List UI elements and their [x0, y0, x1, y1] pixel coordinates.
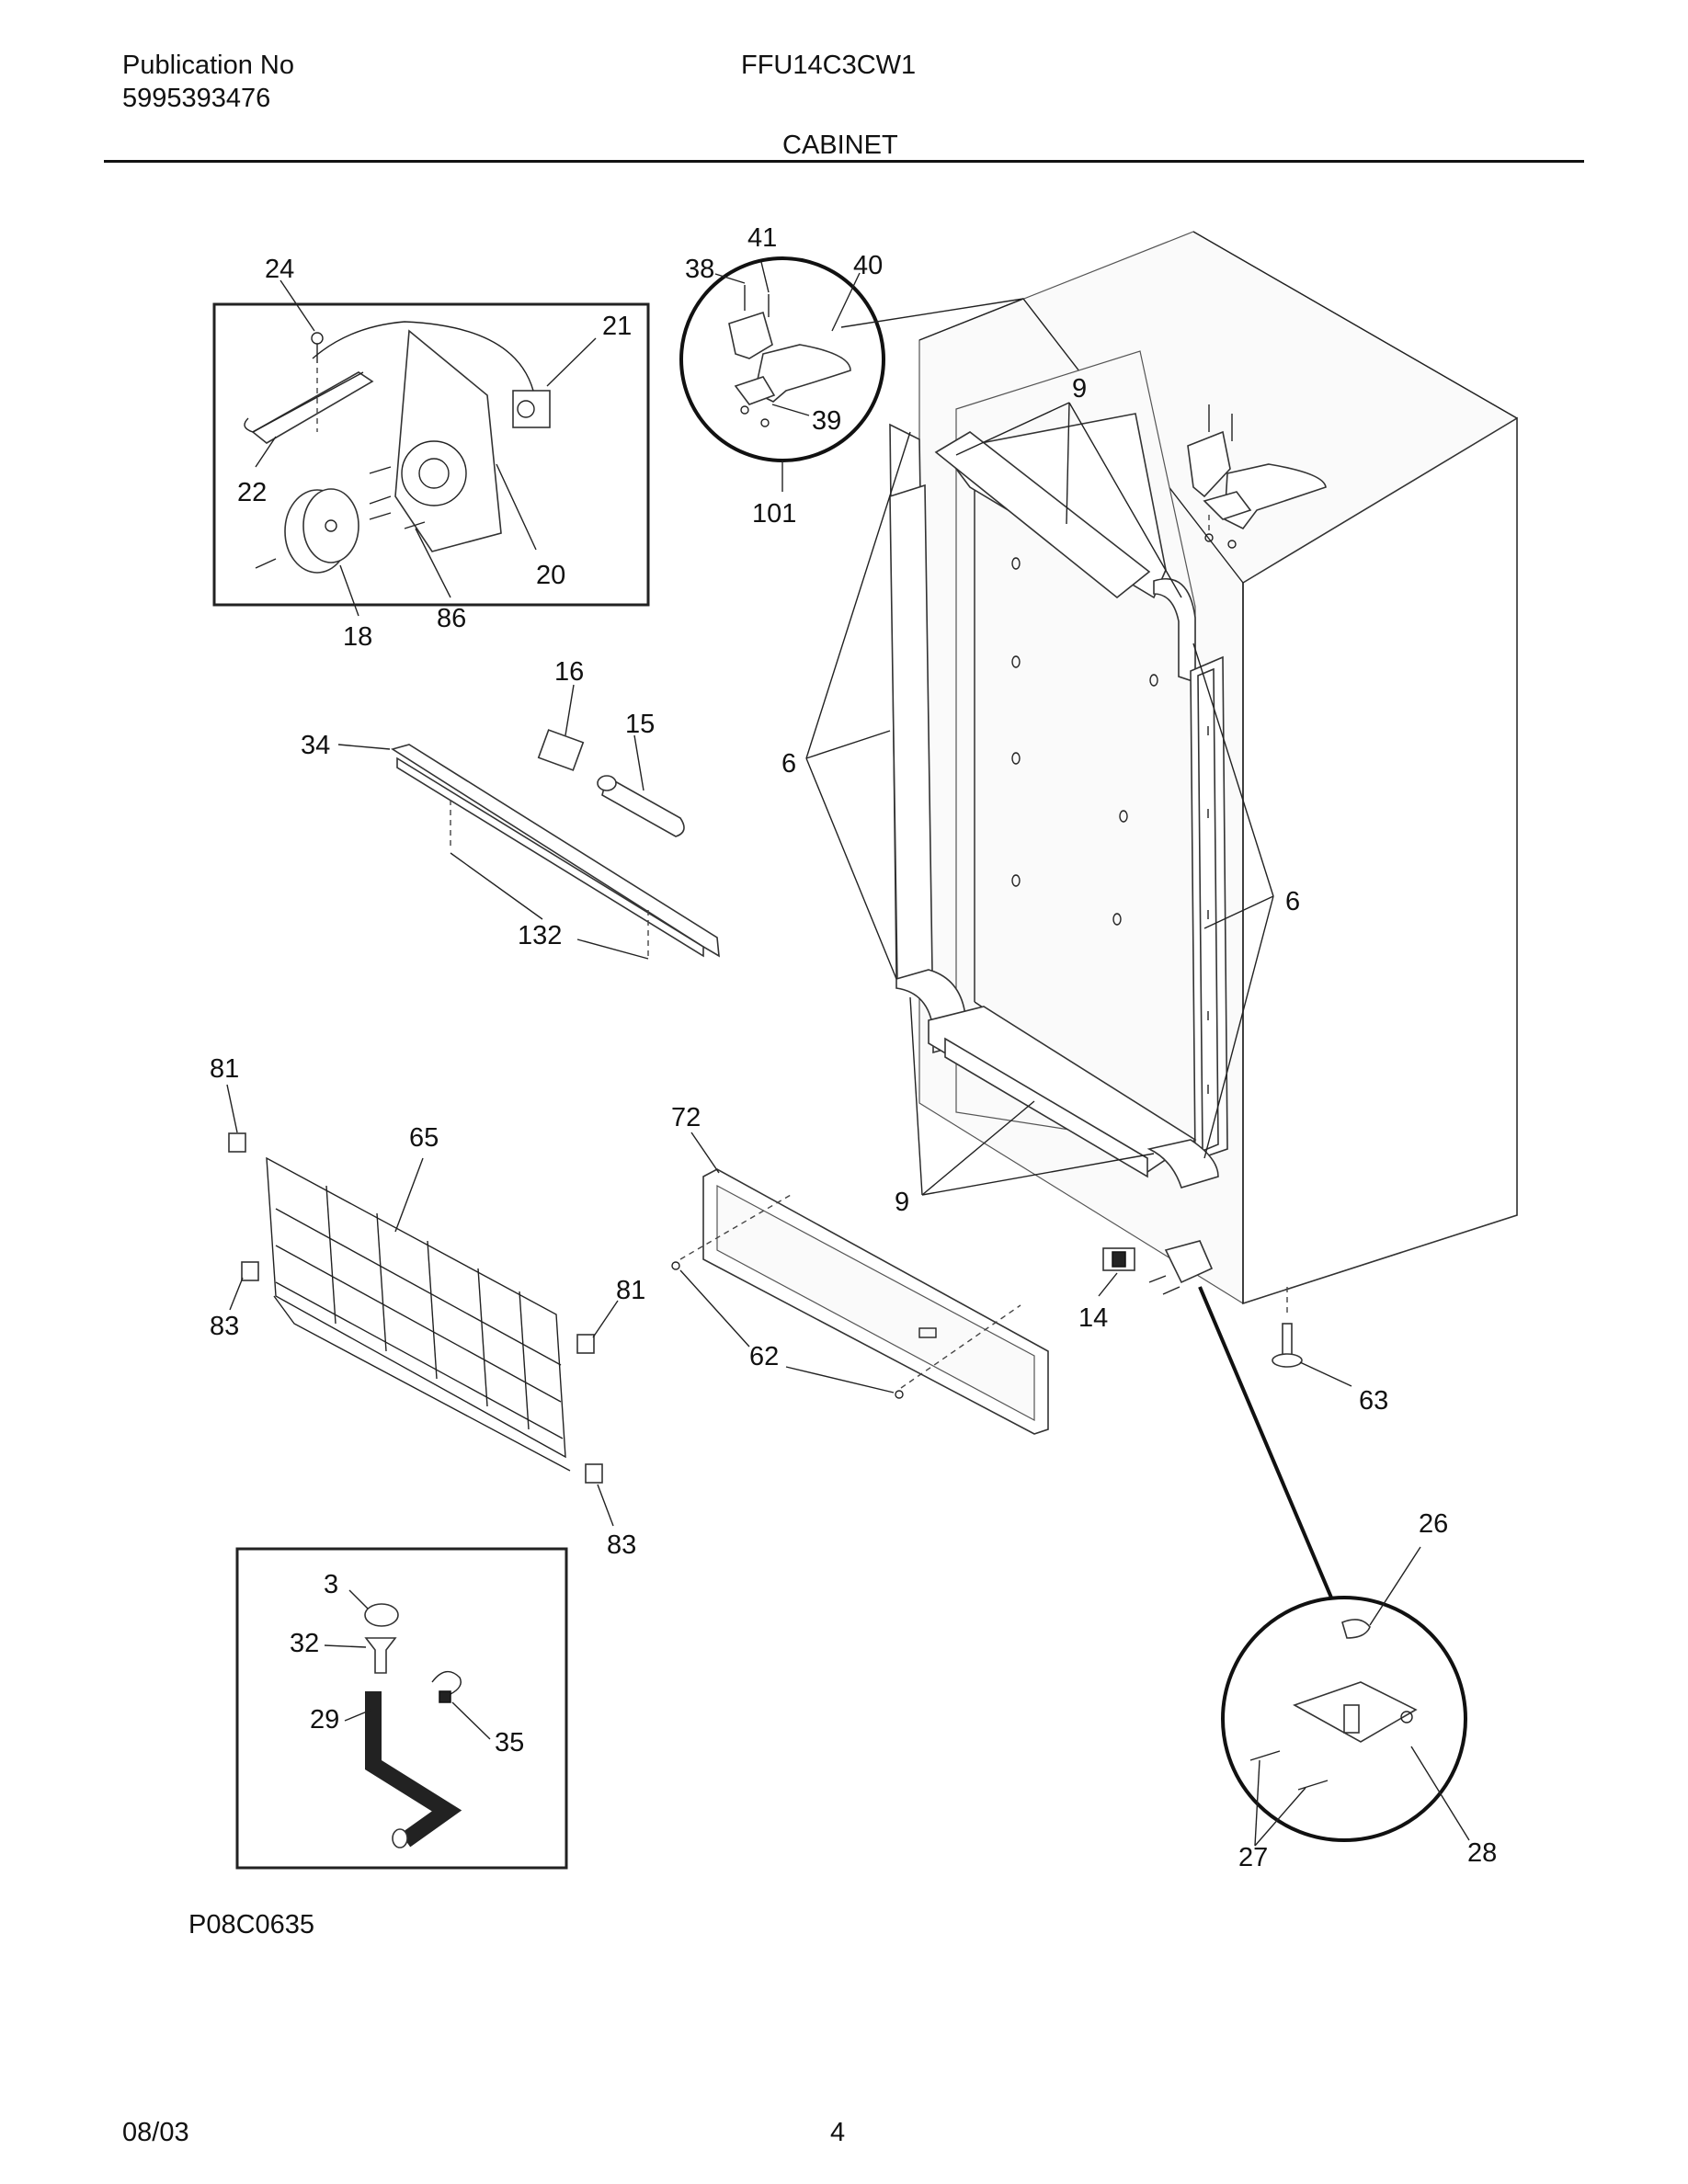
callout-6-left: 6 [781, 749, 796, 779]
callout-3: 3 [324, 1570, 338, 1599]
bottom-hinge-detail [1198, 1286, 1467, 1842]
callout-72: 72 [671, 1103, 701, 1132]
callout-40: 40 [853, 251, 883, 280]
light-shield [391, 744, 720, 958]
callout-18: 18 [343, 622, 372, 652]
callout-6-right: 6 [1285, 887, 1300, 916]
page-number: 4 [830, 2118, 846, 2147]
header-rule [104, 160, 1584, 163]
section-title: CABINET [782, 131, 898, 160]
model-number: FFU14C3CW1 [741, 51, 917, 80]
callout-41: 41 [747, 223, 777, 253]
callout-34: 34 [301, 731, 330, 760]
leveling-leg [1272, 1287, 1303, 1368]
door-gaskets [889, 413, 1228, 1189]
callout-22: 22 [237, 478, 267, 507]
callout-9-top: 9 [1072, 374, 1087, 404]
callout-24: 24 [265, 255, 294, 284]
callout-81-top: 81 [210, 1054, 239, 1084]
top-hinge-assembly [1187, 404, 1327, 549]
callout-26: 26 [1419, 1509, 1448, 1539]
top-hinge-detail [679, 256, 1024, 492]
callout-38: 38 [685, 255, 714, 284]
callout-16: 16 [554, 657, 584, 687]
door-switch [1102, 1240, 1214, 1295]
callout-9-bottom: 9 [895, 1188, 909, 1217]
drain-tube-box [235, 1547, 568, 1870]
callout-15: 15 [625, 710, 655, 739]
footer-date: 08/03 [122, 2118, 189, 2147]
callout-65: 65 [409, 1123, 439, 1153]
callout-83-right: 83 [607, 1530, 636, 1560]
light-socket [537, 729, 685, 837]
wire-basket [228, 1132, 603, 1484]
callout-83-left: 83 [210, 1312, 239, 1341]
callout-35: 35 [495, 1728, 524, 1757]
callout-132: 132 [518, 921, 562, 950]
callout-29: 29 [310, 1705, 339, 1735]
callout-28: 28 [1467, 1838, 1497, 1868]
callout-20: 20 [536, 561, 565, 590]
callout-27: 27 [1238, 1843, 1268, 1872]
callout-101: 101 [752, 499, 796, 529]
fan-assembly-box [212, 302, 650, 607]
publication-number: 5995393476 [122, 84, 271, 113]
publication-label: Publication No [122, 51, 294, 80]
callout-21: 21 [602, 312, 632, 341]
drawing-code: P08C0635 [188, 1910, 315, 1939]
callout-62: 62 [749, 1342, 779, 1371]
callout-86: 86 [437, 604, 466, 633]
leader-lines [226, 261, 1470, 1847]
callout-14: 14 [1078, 1303, 1108, 1333]
callout-39: 39 [812, 406, 841, 436]
callout-81-right: 81 [616, 1276, 645, 1305]
toe-grille [671, 1168, 1049, 1435]
callout-labels: 41 38 40 39 101 24 21 22 20 18 86 16 15 … [210, 223, 1497, 1872]
callout-32: 32 [290, 1629, 319, 1658]
callout-63: 63 [1359, 1386, 1388, 1416]
